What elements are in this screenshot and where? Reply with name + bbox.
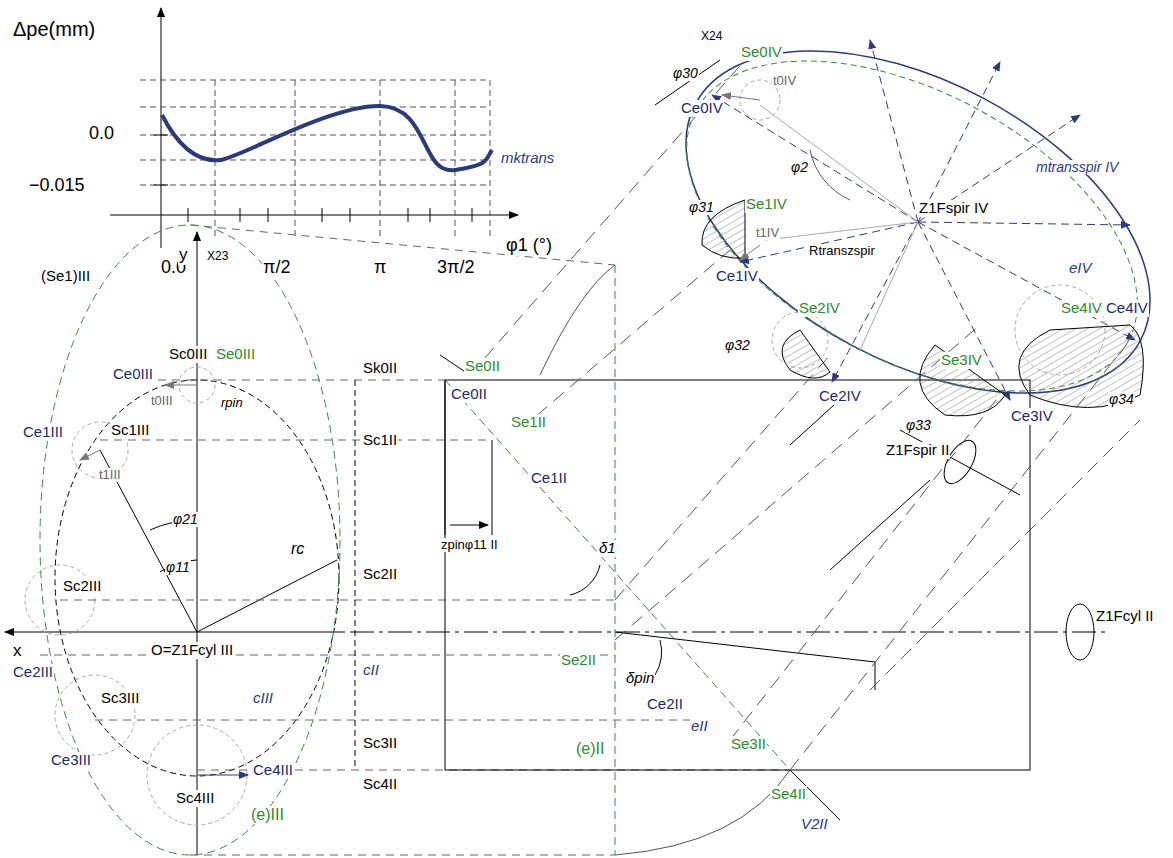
drawing-label: Ce4IV: [1105, 300, 1149, 317]
drawing-label: φ2: [790, 160, 809, 175]
front-view: [5, 225, 790, 855]
drawing-label: Se0III: [215, 346, 256, 363]
drawing-label: V2II: [800, 816, 829, 833]
drawing-label: π/2: [262, 258, 291, 278]
drawing-label: −0.015: [28, 176, 86, 196]
drawing-label: π: [373, 258, 387, 278]
drawing-label: Se1IV: [745, 196, 788, 213]
drawing-label: mktrans: [500, 150, 555, 167]
drawing-label: Sc1II: [362, 432, 398, 449]
projection-lines: [470, 60, 1140, 770]
drawing-label: Ce2II: [646, 696, 684, 713]
drawing-label: δpin: [625, 670, 655, 687]
drawing-label: O=Z1Fcyl III: [150, 642, 234, 659]
drawing-label: Ce1III: [22, 424, 64, 441]
drawing-label: rpin: [220, 396, 244, 410]
drawing-label: Δpe(mm): [12, 18, 96, 40]
drawing-label: Ce3III: [50, 752, 92, 769]
drawing-label: Ce0III: [112, 366, 154, 383]
drawing-label: (e)II: [575, 740, 605, 758]
drawing-label: cII: [362, 662, 380, 679]
drawing-label: Ce1IV: [715, 268, 759, 285]
drawing-label: (Se1)III: [40, 268, 91, 285]
drawing-label: φ33: [905, 418, 932, 433]
drawing-label: Ce2III: [12, 664, 54, 681]
drawing-label: φ31: [688, 200, 715, 215]
drawing-label: Rtranszspir: [808, 244, 876, 258]
drawing-label: φ34: [1108, 392, 1135, 407]
drawing-label: Sc2II: [362, 566, 398, 583]
drawing-label: δ1: [598, 540, 617, 557]
drawing-label: Sc1III: [110, 422, 150, 439]
error-chart: [110, 8, 518, 248]
drawing-label: Se2II: [560, 652, 597, 669]
drawing-label: Se0II: [464, 358, 501, 375]
drawing-label: t0III: [150, 394, 174, 408]
drawing-label: mtransspir IV: [1035, 160, 1119, 175]
drawing-label: Z1Fspir IV: [918, 200, 989, 217]
drawing-label: Sc3II: [362, 735, 398, 752]
drawing-label: Se3II: [730, 736, 767, 753]
drawing-label: t0IV: [772, 74, 797, 88]
drawing-label: Z1Fcyl II: [1095, 608, 1155, 625]
drawing-label: t1III: [98, 468, 122, 482]
drawing-label: Sc0III: [168, 346, 208, 363]
drawing-label: φ11: [165, 560, 191, 575]
drawing-label: Ce1II: [530, 470, 568, 487]
drawing-label: φ32: [724, 338, 751, 353]
drawing-label: Sc4II: [362, 776, 398, 793]
drawing-label: Se2IV: [798, 300, 841, 317]
drawing-label: Sk0II: [362, 360, 398, 377]
drawing-label: 3π/2: [436, 258, 475, 278]
drawing-label: x: [12, 642, 23, 661]
drawing-label: Z1Fspir II: [885, 442, 950, 459]
drawing-label: Se4II: [770, 786, 807, 803]
drawing-label: (e)III: [250, 806, 285, 824]
drawing-label: φ21: [172, 512, 199, 527]
drawing-label: Sc2III: [62, 578, 102, 595]
drawing-label: Se3IV: [940, 352, 983, 369]
drawing-label: 0.0: [88, 124, 115, 144]
drawing-label: eII: [690, 718, 709, 735]
drawing-label: Ce3IV: [1010, 408, 1054, 425]
drawing-label: Se0IV: [740, 44, 783, 61]
drawing-label: Ce0II: [450, 386, 488, 403]
drawing-label: φ30: [672, 66, 699, 81]
drawing-label: Sc3III: [100, 690, 140, 707]
drawing-label: X23: [206, 250, 229, 263]
drawing-label: Ce2IV: [818, 388, 862, 405]
drawing-label: X24: [700, 30, 723, 43]
helical-view: [630, 0, 1173, 464]
drawing-label: Sc4III: [175, 790, 215, 807]
drawing-label: zpinφ11 II: [440, 538, 499, 552]
drawing-label: rc: [290, 540, 305, 558]
drawing-label: φ1 (°): [505, 236, 553, 256]
drawing-label: Ce4III: [252, 762, 294, 779]
side-view: [350, 265, 1110, 855]
drawing-label: y: [178, 246, 189, 265]
drawing-label: eIV: [1068, 260, 1093, 277]
drawing-label: Se4IV: [1060, 300, 1103, 317]
drawing-label: cIII: [252, 690, 274, 707]
drawing-label: Se1II: [510, 414, 547, 431]
drawing-label: Ce0IV: [680, 100, 724, 117]
drawing-label: t1IV: [755, 226, 780, 240]
